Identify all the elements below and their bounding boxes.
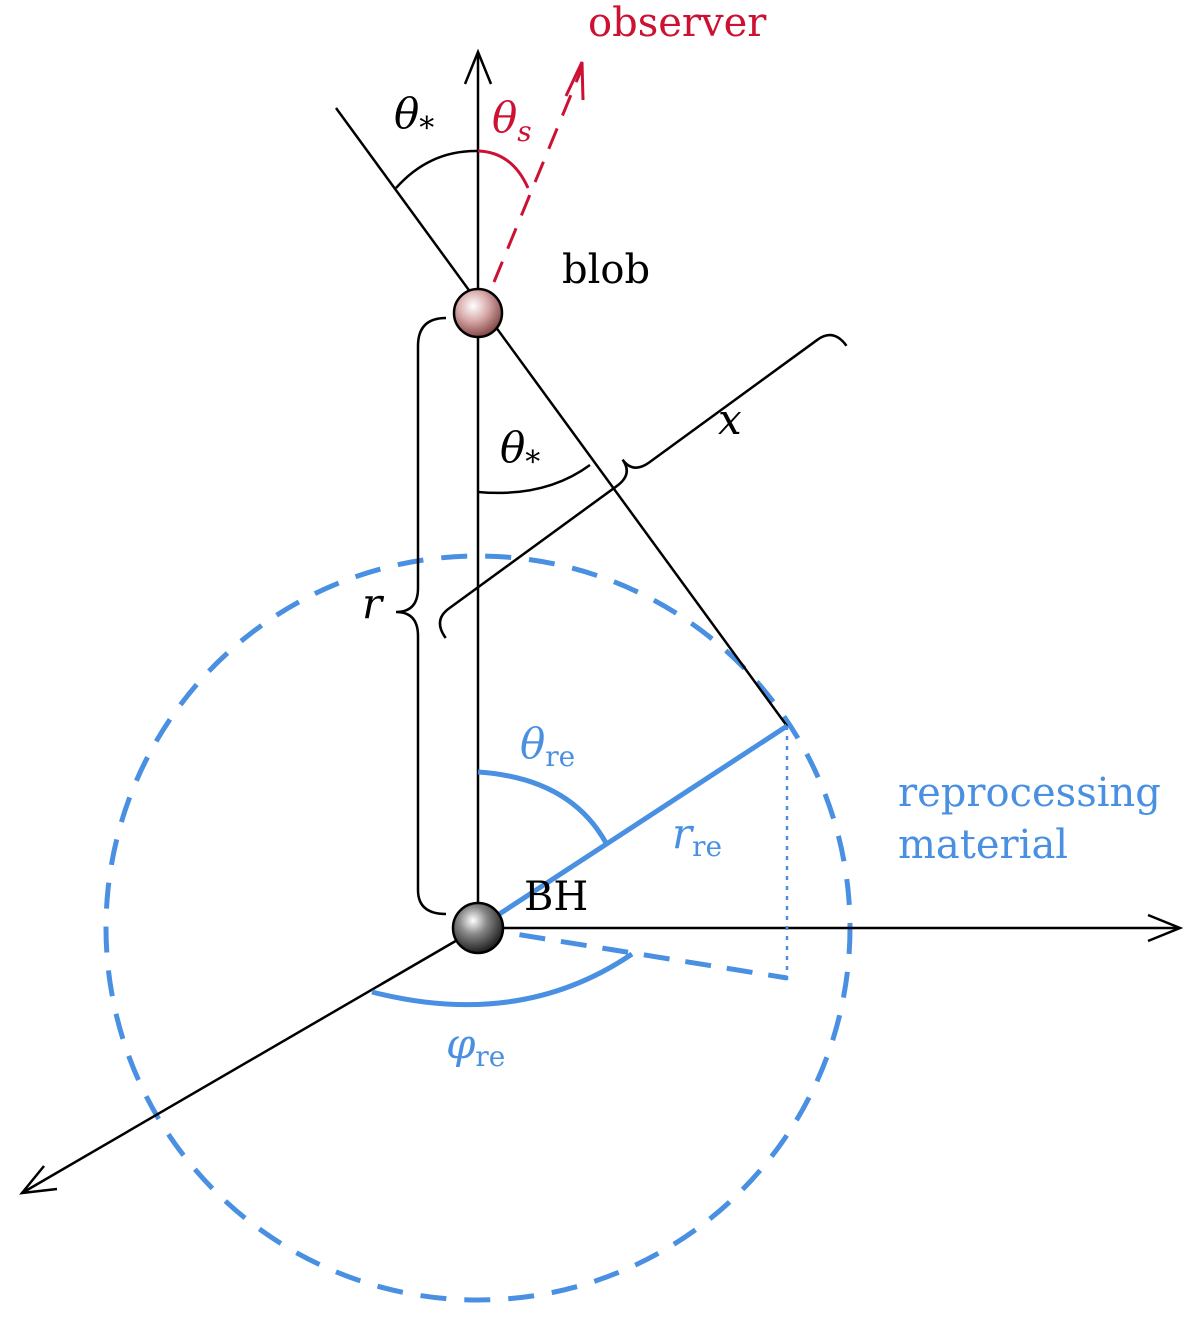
theta-star-top-label: θ*: [394, 89, 434, 146]
r-re-line: [476, 723, 789, 931]
x-axis-arrowhead: [19, 1165, 58, 1195]
r-brace: [395, 316, 447, 916]
theta-s-label: θs: [492, 93, 532, 148]
reprocessing-label-line2: material: [898, 822, 1068, 868]
theta-star-mid-label: θ*: [500, 423, 540, 480]
bh-label: BH: [524, 874, 588, 920]
emission-line: [334, 107, 789, 727]
z-axis-arrowhead: [463, 48, 493, 85]
projected-r-re-line: [477, 925, 788, 981]
bh-sphere: [451, 901, 505, 955]
blob-sphere: [452, 287, 504, 339]
observer-label: observer: [588, 0, 767, 46]
observer-direction: [492, 67, 584, 283]
x-label: x: [718, 395, 742, 444]
observer-arrowhead: [564, 61, 585, 101]
r-re-label: rre: [672, 809, 722, 863]
phi-re-label: φre: [446, 1019, 505, 1073]
y-axis-arrowhead: [1147, 913, 1184, 943]
theta-star-mid-arc: [477, 463, 591, 495]
theta-re-arc: [477, 769, 609, 845]
theta-star-top-arc: [395, 149, 479, 189]
blob-label: blob: [562, 247, 650, 293]
x-axis: [21, 926, 479, 1195]
theta-re-label: θre: [520, 719, 575, 773]
theta-s-arc: [477, 149, 530, 189]
phi-re-arc: [371, 951, 634, 1008]
reprocessing-label-line1: reprocessing: [898, 770, 1161, 816]
r-label: r: [362, 579, 385, 628]
